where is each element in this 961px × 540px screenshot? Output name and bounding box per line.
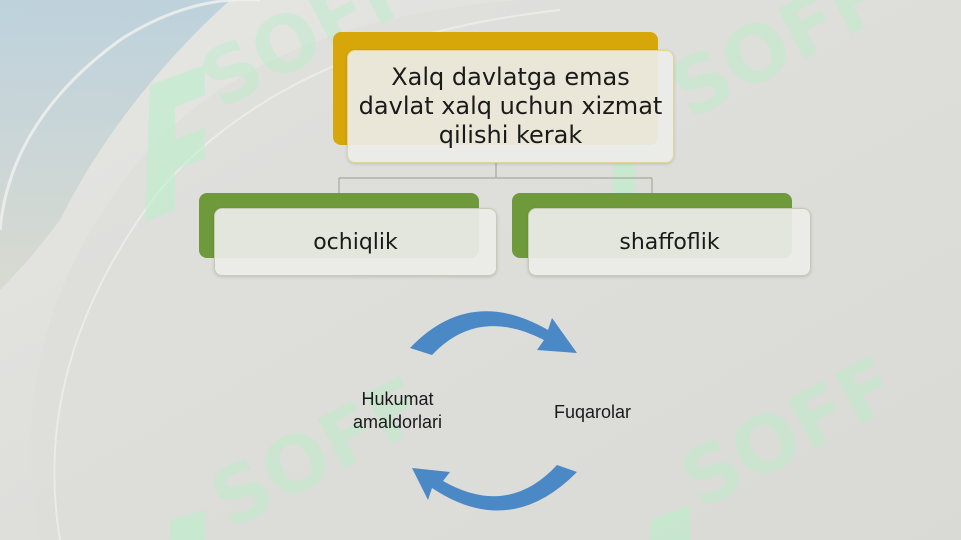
child-node-text: ochiqlik [313,229,398,255]
root-node: Xalq davlatga emas davlat xalq uchun xiz… [347,50,674,163]
cycle-label-citizens: Fuqarolar [553,402,632,422]
child-node-shaffoflik: shaffoflik [528,208,811,276]
bottom-arrow-icon [412,465,577,511]
top-arrow-icon [410,311,577,355]
cycle-label-officials: Hukumat amaldorlari [352,389,443,432]
root-node-text: Xalq davlatga emas davlat xalq uchun xiz… [358,63,663,149]
child-node-ochiqlik: ochiqlik [214,208,497,276]
child-node-text: shaffoflik [619,229,720,255]
